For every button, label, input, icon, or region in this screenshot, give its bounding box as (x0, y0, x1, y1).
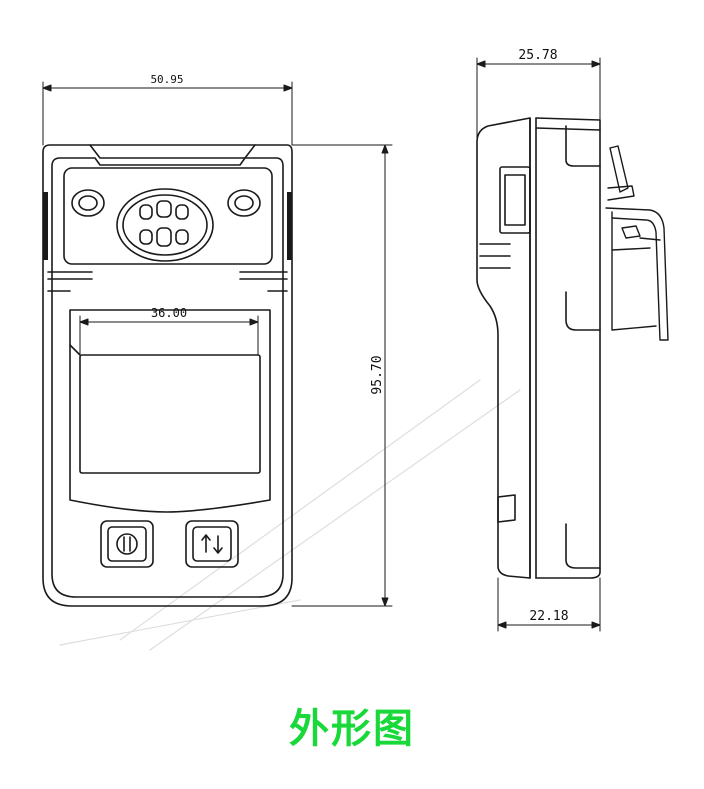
belt-clip (605, 145, 669, 341)
side-depth-label: 25.78 (518, 48, 557, 63)
figure-caption: 外形图 (289, 706, 415, 752)
front-width-label: 50.95 (150, 73, 183, 86)
side-view (476, 117, 669, 579)
side-base-dimension (497, 577, 601, 632)
display-screen (79, 354, 261, 474)
gas-inlet-oval (116, 188, 214, 262)
watermark (59, 379, 521, 651)
front-height-label: 95.70 (370, 355, 385, 394)
screen-bezel (69, 309, 271, 513)
right-side-grip (287, 192, 292, 260)
side-base-label: 22.18 (529, 609, 568, 624)
dimension-drawing: 50.95 36.00 95.70 25.78 22.18 (42, 48, 669, 651)
power-button (100, 520, 154, 568)
side-body-outline (476, 117, 531, 579)
left-side-grip (43, 192, 48, 260)
side-back-housing (535, 117, 601, 579)
screen-width-label: 36.00 (151, 306, 187, 320)
side-window (499, 166, 531, 234)
front-body-inner-trim (51, 157, 284, 598)
screen-width-dimension (79, 315, 259, 356)
front-view (42, 144, 293, 607)
right-sensor-port-icon (227, 189, 261, 217)
top-clip-notch (89, 144, 256, 159)
front-height-dimension (291, 144, 393, 607)
left-sensor-port-icon (71, 189, 105, 217)
front-body-outline (42, 144, 293, 607)
sensor-panel (63, 167, 273, 265)
scroll-button (185, 520, 239, 568)
front-width-dimension (42, 81, 293, 146)
side-depth-dimension (476, 57, 601, 143)
